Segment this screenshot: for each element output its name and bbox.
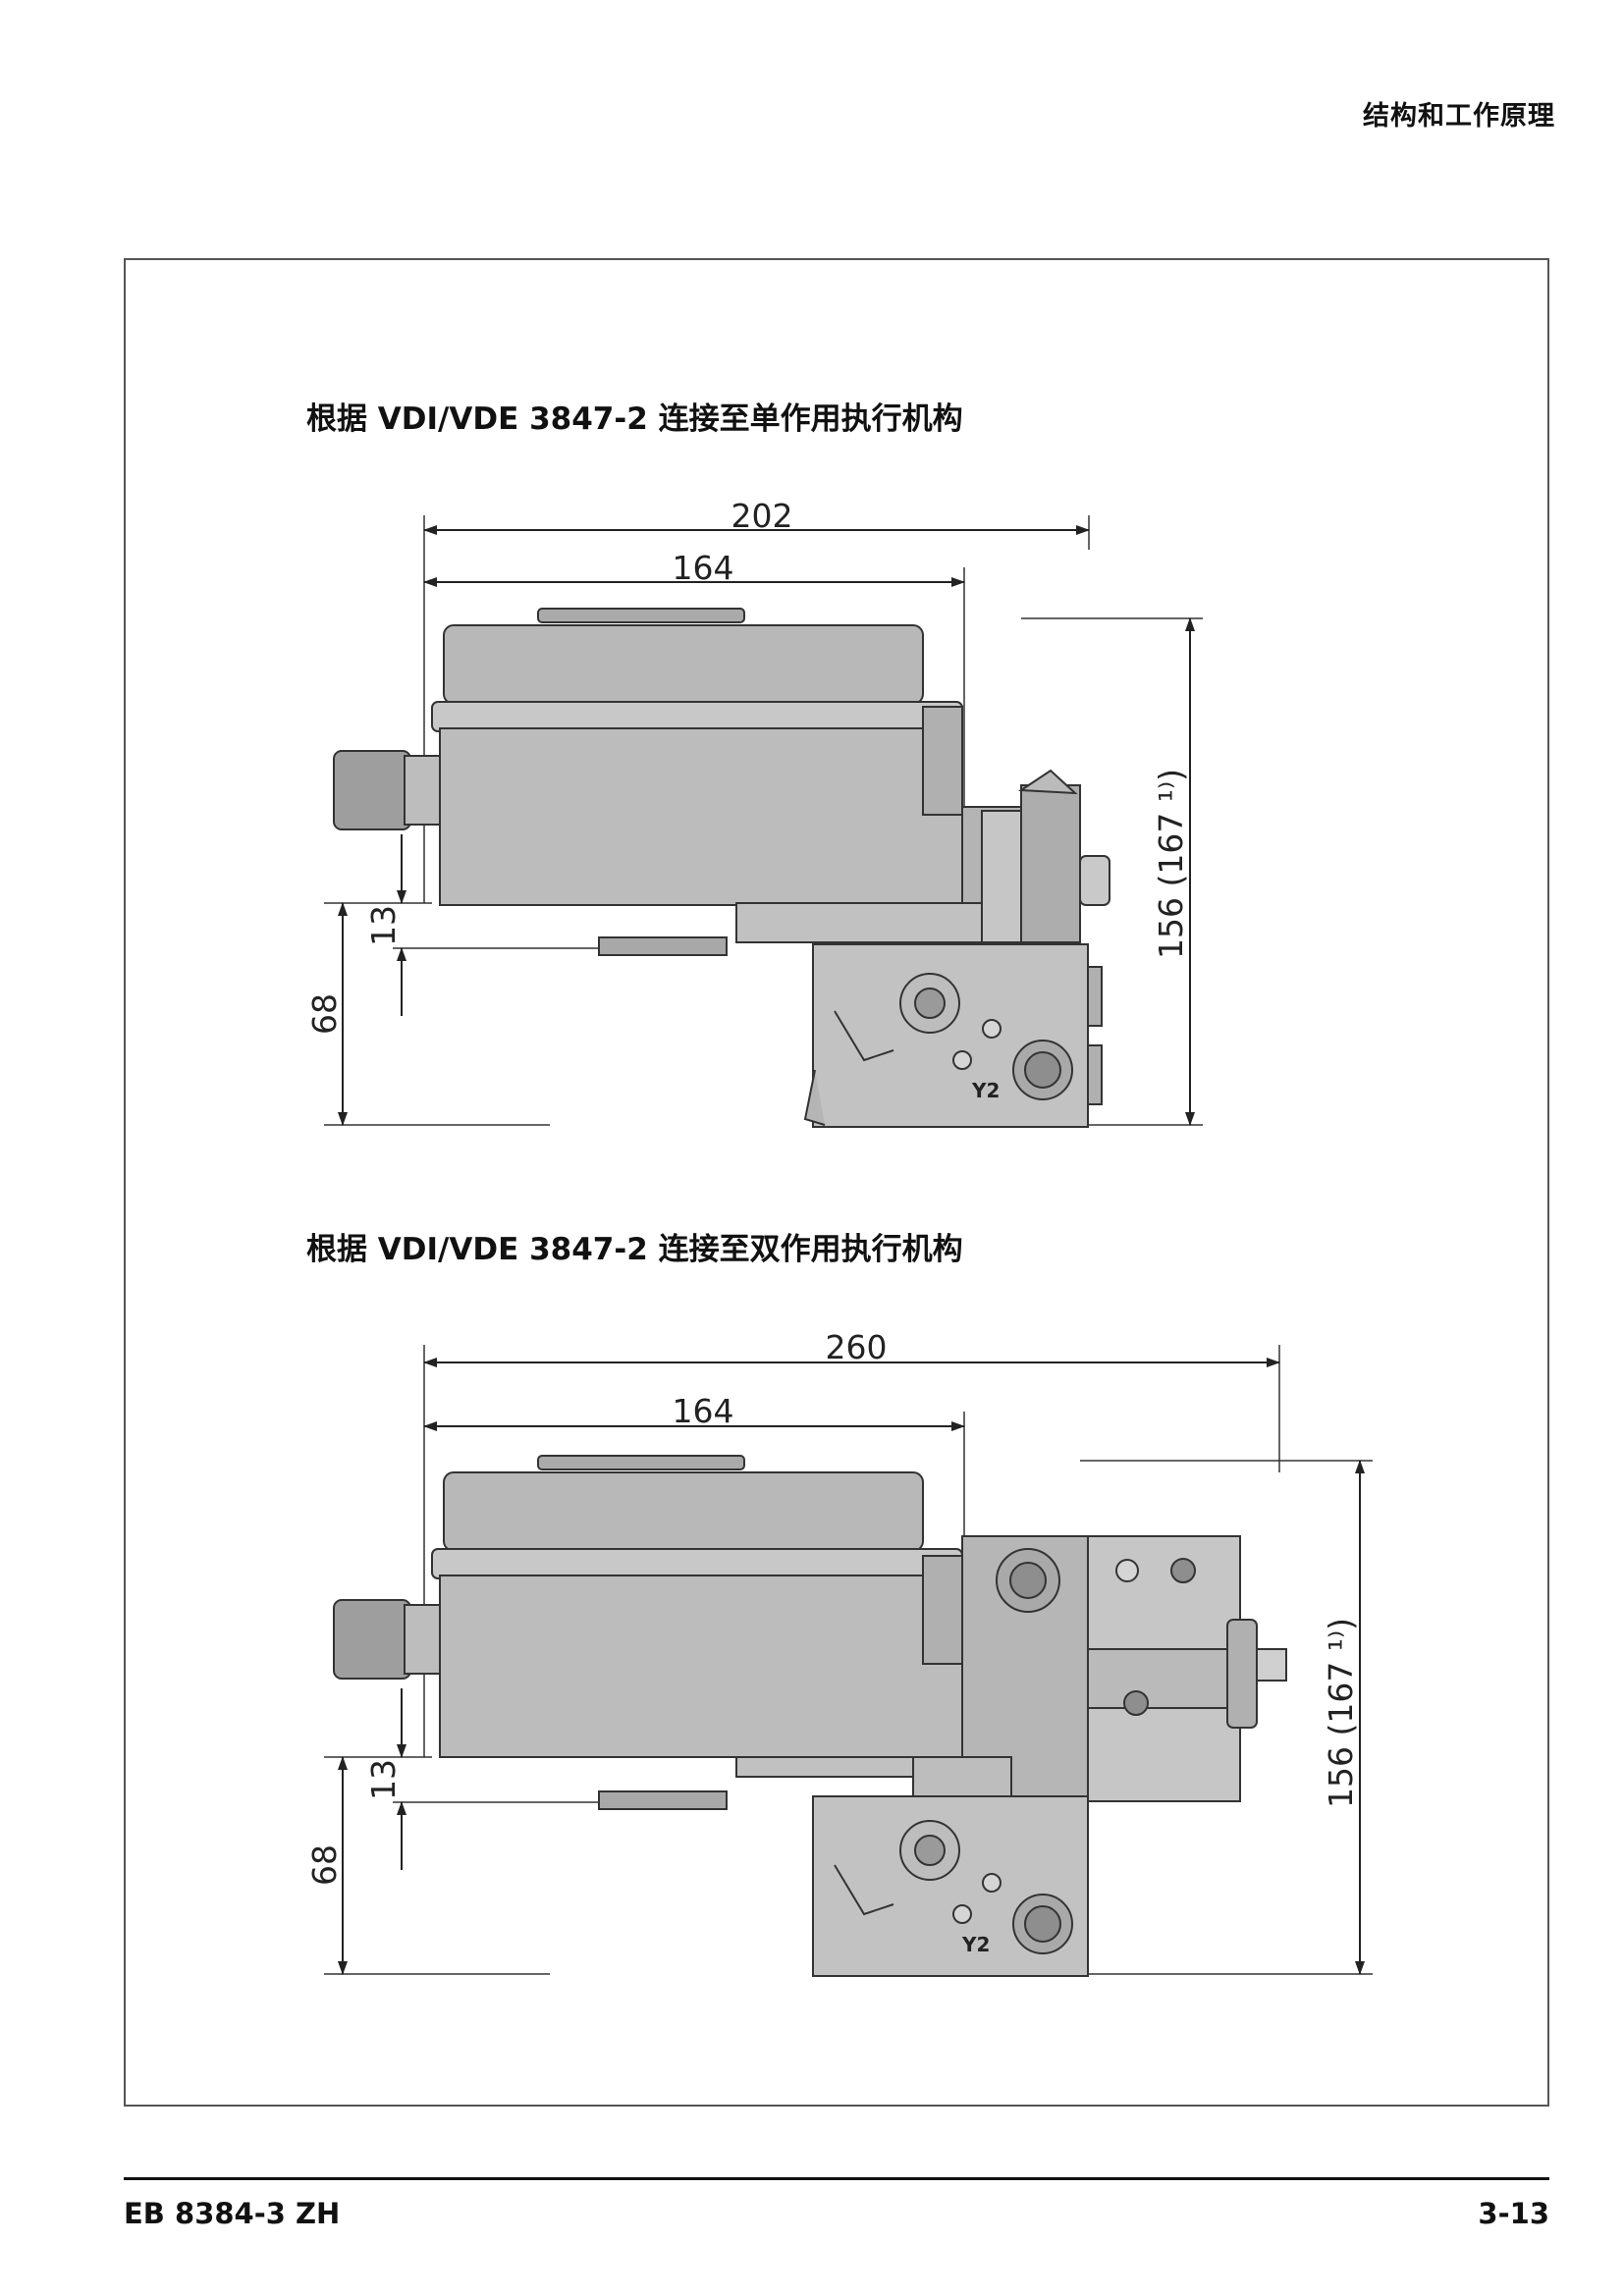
figure-frame — [124, 258, 1549, 2107]
dimension-lower-height: 68 — [305, 993, 344, 1035]
valve-label: Y2 — [961, 1933, 990, 1956]
dimension-body-width: 164 — [673, 549, 734, 587]
positioner-device — [333, 1455, 1287, 1977]
dimension-overall-width: 260 — [826, 1328, 888, 1366]
drawing-double-acting: 260 164 156 (167 ¹⁾) 13 68 — [305, 1328, 1373, 1977]
dimension-lower-height: 68 — [305, 1844, 344, 1886]
section-title: 结构和工作原理 — [1363, 101, 1555, 132]
page-number: 3-13 — [1478, 2197, 1549, 2230]
dimension-overall-width: 202 — [731, 497, 793, 535]
dimension-body-width: 164 — [673, 1392, 734, 1430]
document-id: EB 8384-3 ZH — [124, 2197, 341, 2230]
positioner-device — [333, 608, 1110, 1128]
figure-caption-double-acting: 根据 VDI/VDE 3847-2 连接至双作用执行机构 — [306, 1232, 963, 1267]
figure-caption-single-acting: 根据 VDI/VDE 3847-2 连接至单作用执行机构 — [306, 401, 963, 437]
dimension-height: 156 (167 ¹⁾) — [1322, 1618, 1360, 1808]
valve-label: Y2 — [971, 1079, 1000, 1102]
dimension-offset: 13 — [364, 905, 403, 946]
drawing-single-acting: 202 164 156 (167 ¹⁾) 13 68 — [305, 497, 1203, 1128]
dimension-height: 156 (167 ¹⁾) — [1152, 769, 1190, 959]
dimension-offset: 13 — [364, 1759, 403, 1800]
footer-rule — [124, 2177, 1549, 2180]
